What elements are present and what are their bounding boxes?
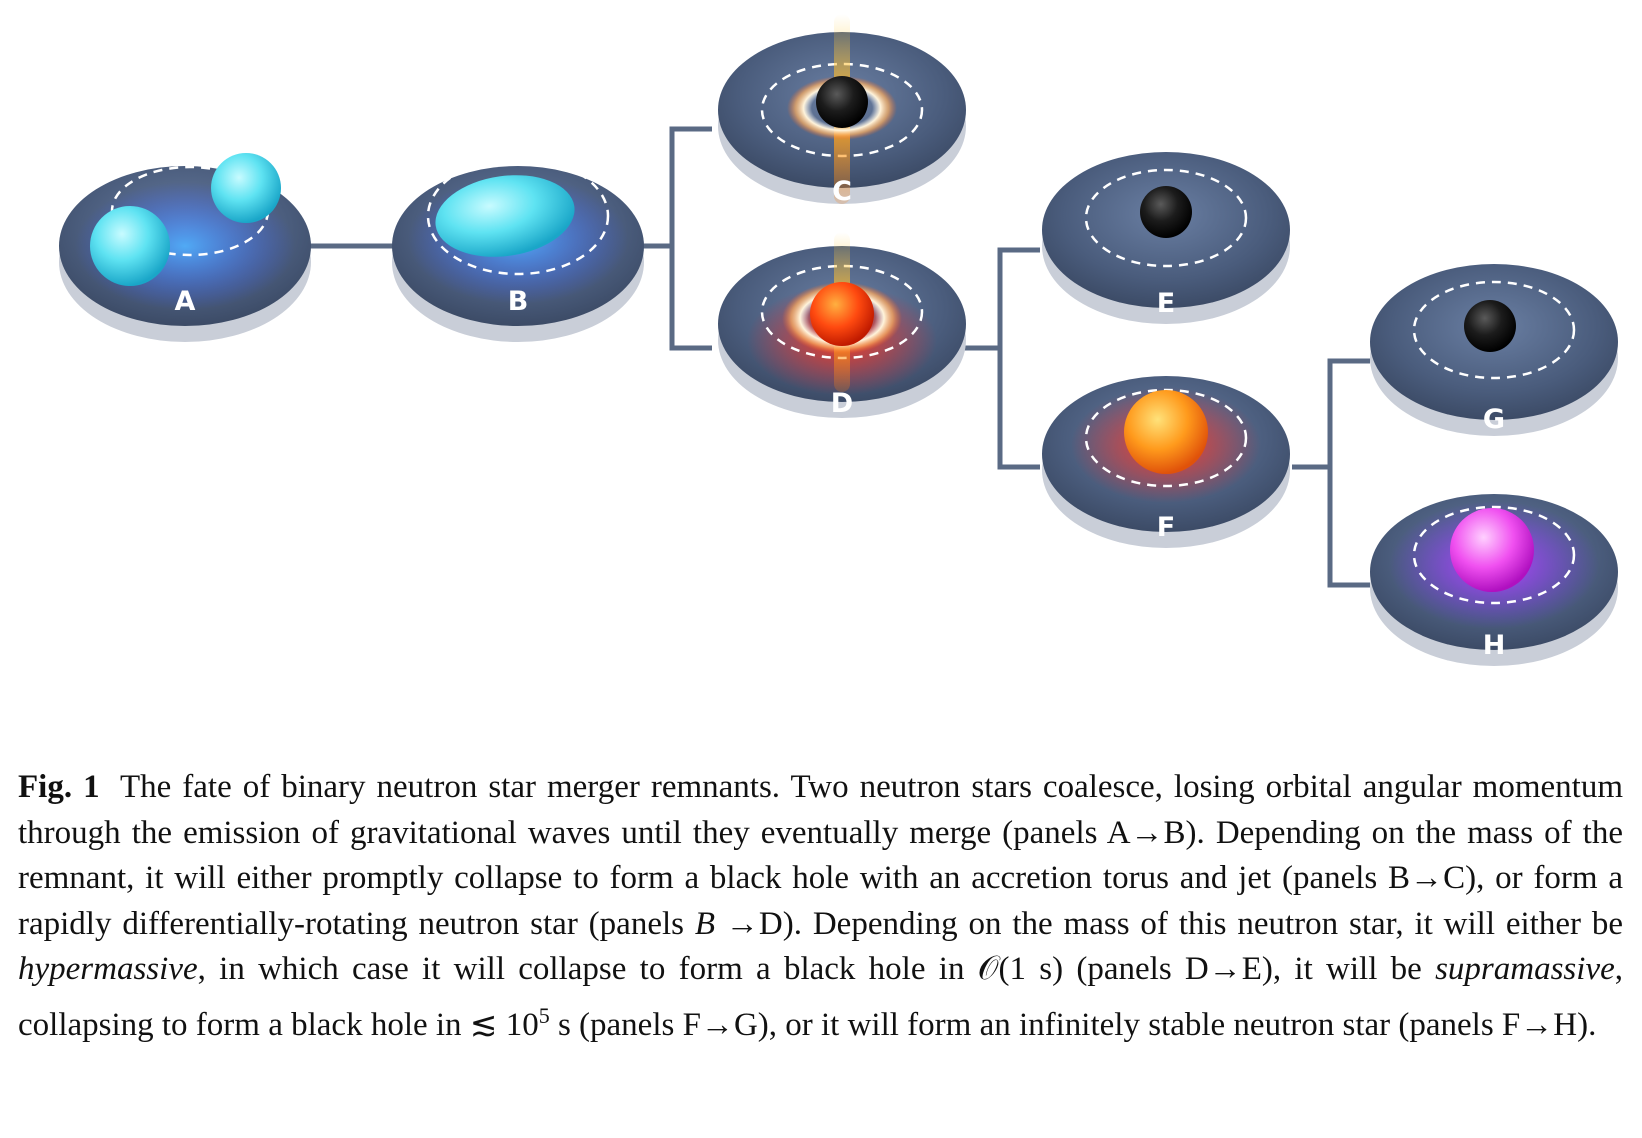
caption-exponent: 5 [538, 1002, 550, 1028]
figure-label: Fig. 1 [18, 769, 100, 805]
panel-h: H [1370, 494, 1618, 666]
panel-label-g: G [1483, 404, 1505, 435]
black-hole [1464, 300, 1516, 352]
panel-label-d: D [831, 388, 853, 419]
merger-remnant-diagram: A B C D E [59, 14, 1618, 666]
caption-italic-b: B [694, 905, 716, 942]
panel-label-c: C [832, 176, 852, 207]
panel-g: G [1370, 264, 1618, 436]
panel-e: E [1042, 152, 1290, 324]
panel-label-a: A [175, 286, 196, 317]
panel-label-e: E [1157, 288, 1175, 319]
caption-text: , collapsing to form a black hole in ≲ 1… [18, 951, 1623, 1043]
caption-text: →D). Depending on the mass of this neutr… [715, 905, 1623, 942]
caption-term-supramassive: supramassive [1435, 951, 1615, 987]
panel-label-h: H [1483, 630, 1506, 661]
panel-label-f: F [1157, 512, 1175, 543]
connector-lines [305, 126, 1370, 588]
panel-label-b: B [508, 286, 529, 317]
neutron-star-1 [90, 206, 170, 286]
black-hole [816, 76, 868, 128]
stable-neutron-star [1450, 508, 1534, 592]
caption-text: , in which case it will collapse to form… [197, 951, 1436, 987]
merging-neutron-stars [435, 175, 575, 257]
panel-c: C [718, 14, 966, 207]
neutron-star-2 [211, 153, 281, 223]
figure-caption: Fig. 1 The fate of binary neutron star m… [18, 765, 1623, 1048]
caption-text: The fate of binary neutron star merger r… [18, 769, 1624, 942]
panel-a: A [59, 153, 311, 342]
panel-d: D [718, 232, 966, 419]
panel-f: F [1042, 376, 1290, 548]
black-hole [1140, 186, 1192, 238]
differentially-rotating-neutron-star [810, 282, 874, 346]
caption-text: s (panels F→G), or it will form an infin… [549, 1006, 1597, 1043]
caption-term-hypermassive: hypermassive [18, 951, 198, 987]
hot-neutron-star [1124, 390, 1208, 474]
panel-b: B [392, 156, 644, 342]
